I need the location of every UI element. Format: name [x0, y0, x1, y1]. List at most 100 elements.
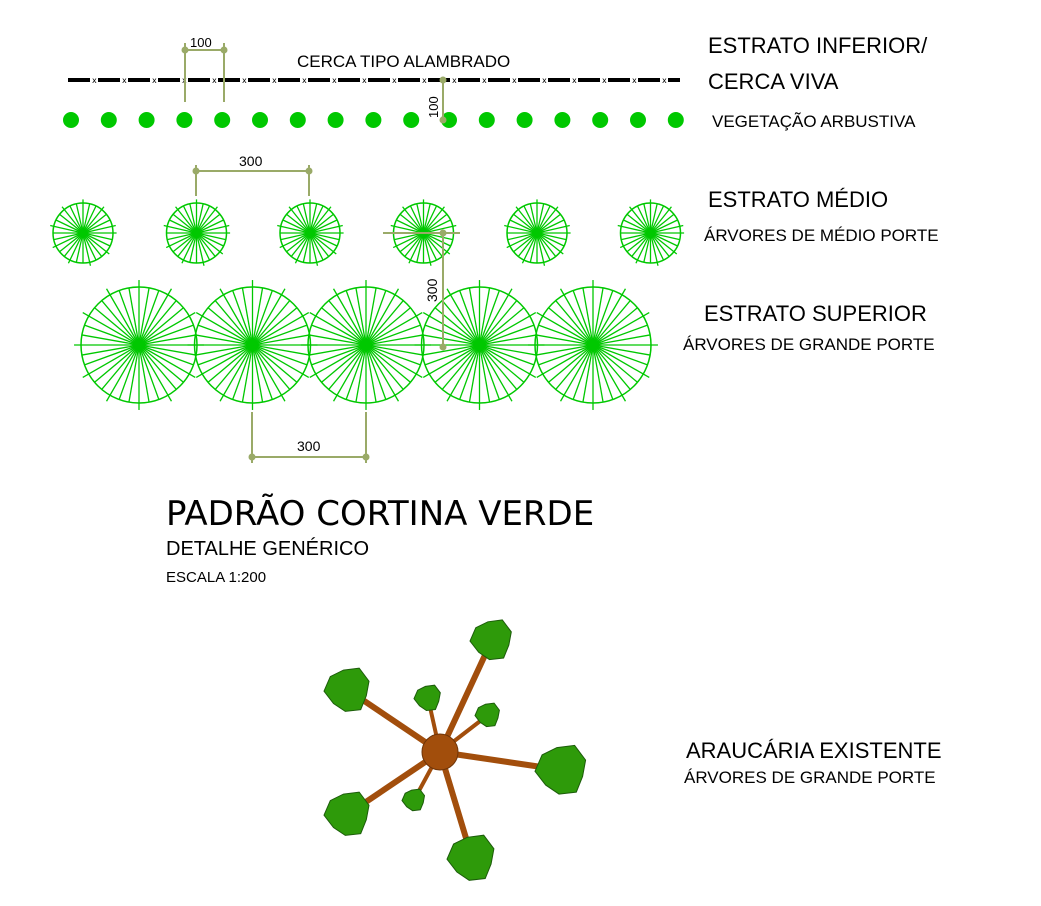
tree-spoke: [592, 344, 631, 390]
medium-tree-symbol: [277, 199, 344, 266]
tree-spoke: [172, 232, 197, 253]
tree-spoke: [536, 344, 594, 379]
shrub-symbol: [478, 112, 495, 128]
fence-mark: x: [152, 76, 157, 85]
tree-spoke: [365, 324, 421, 346]
tree-spoke: [536, 205, 551, 234]
tree-spoke: [479, 334, 537, 346]
fence-mark: x: [632, 76, 637, 85]
tree-spoke: [196, 232, 224, 255]
tree-spoke: [441, 300, 480, 346]
tree-spoke: [94, 307, 140, 346]
tree-spoke: [529, 232, 538, 263]
tree-spoke: [636, 205, 652, 234]
tree-spoke: [365, 344, 421, 366]
tree-spoke: [345, 290, 367, 346]
inferior-title-line2: CERCA VIVA: [708, 69, 839, 94]
tree-spoke: [592, 288, 627, 346]
tree-spoke: [517, 232, 538, 257]
dimension-node: [181, 46, 189, 54]
tree-spoke: [288, 206, 311, 234]
tree-spoke: [592, 287, 604, 346]
tree-spoke: [523, 205, 538, 234]
tree-spoke: [479, 344, 537, 356]
tree-spoke: [623, 219, 651, 234]
drawing-scale: ESCALA 1:200: [166, 569, 266, 586]
tree-spoke: [177, 232, 198, 257]
tree-spoke: [548, 344, 594, 383]
tree-spoke: [232, 344, 254, 400]
tree-spoke: [650, 219, 678, 234]
drawing-title: PADRÃO CORTINA VERDE: [166, 494, 594, 534]
shrub-symbol: [667, 112, 684, 128]
tree-spoke: [478, 288, 513, 346]
araucaria-foliage: [323, 791, 370, 836]
tree-spoke: [82, 203, 91, 234]
tree-spoke: [207, 344, 253, 383]
tree-spoke: [423, 232, 451, 255]
tree-spoke: [365, 344, 387, 400]
tree-spoke: [84, 324, 140, 346]
araucaria-subtitle: ÁRVORES DE GRANDE PORTE: [684, 768, 936, 787]
tree-spoke: [252, 344, 298, 383]
tree-spoke: [311, 324, 367, 346]
tree-spoke: [277, 224, 311, 234]
tree-spoke: [241, 287, 254, 346]
tree-spoke: [394, 232, 424, 241]
tree-spoke: [138, 344, 173, 402]
tree-spoke: [529, 203, 538, 234]
shrub-symbol: [327, 112, 344, 128]
tree-spoke: [408, 232, 425, 264]
tree-spoke: [536, 219, 565, 234]
tree-spoke: [617, 224, 651, 234]
tree-spoke: [650, 224, 684, 234]
tree-spoke: [422, 232, 432, 266]
tree-spoke: [195, 311, 253, 346]
tree-spoke: [621, 232, 651, 241]
tree-spoke: [189, 232, 198, 263]
dim-text-shrub-vertical: 100: [426, 96, 441, 118]
shrub-symbol: [138, 112, 155, 128]
shrub-symbol: [630, 112, 646, 128]
tree-spoke: [138, 311, 196, 346]
tree-spoke: [309, 206, 332, 234]
tree-spoke: [94, 344, 140, 383]
tree-spoke: [479, 344, 518, 390]
tree-spoke: [138, 288, 173, 346]
tree-spoke: [468, 344, 481, 403]
tree-spoke: [538, 324, 594, 346]
tree-spoke: [309, 232, 319, 266]
tree-spoke: [290, 232, 311, 257]
tree-spoke: [207, 307, 253, 346]
tree-spoke: [559, 288, 594, 346]
tree-spoke: [82, 205, 97, 234]
large-tree-symbol: [187, 280, 318, 410]
tree-spoke: [365, 344, 377, 403]
dimension-node: [192, 167, 200, 175]
tree-spoke: [328, 300, 367, 346]
tree-spoke: [548, 307, 594, 346]
tree-spoke: [650, 213, 675, 234]
tree-spoke: [649, 232, 659, 266]
tree-spoke: [515, 206, 538, 234]
tree-spoke: [309, 232, 338, 247]
tree-spoke: [279, 232, 311, 249]
tree-spoke: [82, 206, 105, 234]
tree-spoke: [506, 232, 538, 249]
tree-spoke: [328, 344, 367, 390]
tree-spoke: [251, 290, 273, 346]
tree-spoke: [82, 232, 111, 247]
fence-mark: x: [392, 76, 397, 85]
tree-spoke: [251, 288, 286, 346]
tree-spoke: [67, 232, 84, 264]
tree-spoke: [252, 307, 298, 346]
tree-spoke: [423, 219, 451, 234]
tree-spoke: [509, 219, 538, 234]
tree-spoke: [365, 344, 424, 356]
tree-spoke: [536, 206, 559, 234]
tree-spoke: [592, 344, 650, 379]
tree-spoke: [82, 219, 111, 234]
tree-spoke: [252, 344, 308, 366]
tree-spoke: [138, 287, 150, 346]
fence-mark: x: [122, 76, 127, 85]
